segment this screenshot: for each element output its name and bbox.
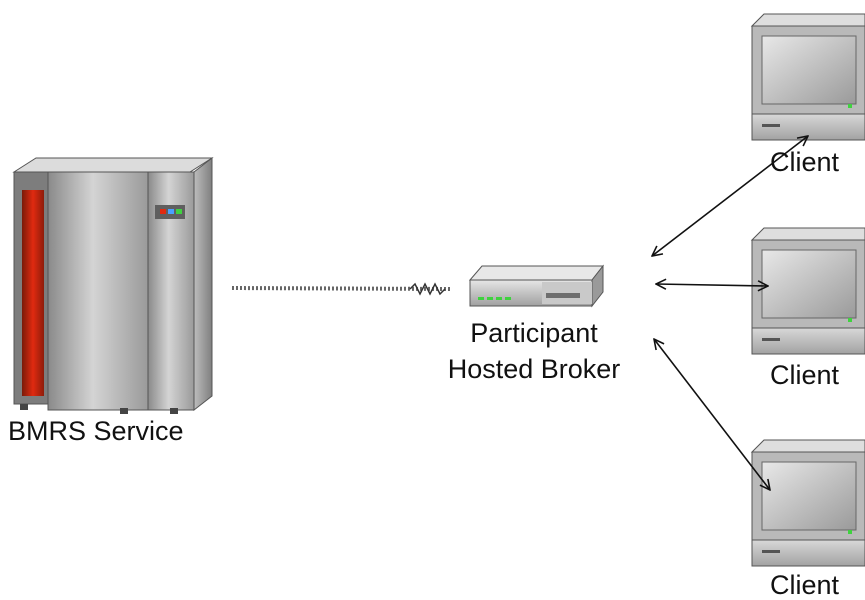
desktop-computer-icon: [750, 13, 865, 141]
arrow-broker-client-3: [654, 339, 770, 490]
broker-label-line-2: Hosted Broker: [447, 354, 621, 384]
network-router-icon: [468, 264, 605, 308]
server-label: BMRS Service: [8, 416, 184, 446]
client-label-2: Client: [770, 360, 840, 390]
desktop-computer-icon: [750, 439, 865, 567]
client-computer-1: [750, 13, 865, 141]
arrow-broker-client-2: [656, 284, 768, 286]
client-label-1: Client: [770, 147, 840, 177]
client-computer-3: [750, 439, 865, 567]
client-computer-2: [750, 227, 865, 355]
server-broker-link: [231, 282, 453, 296]
desktop-computer-icon: [750, 227, 865, 355]
mainframe-server-icon: [12, 156, 214, 414]
broker-label-line-1: Participant: [470, 318, 598, 348]
arrow-broker-client-1: [652, 136, 808, 256]
client-label-3: Client: [770, 570, 840, 600]
